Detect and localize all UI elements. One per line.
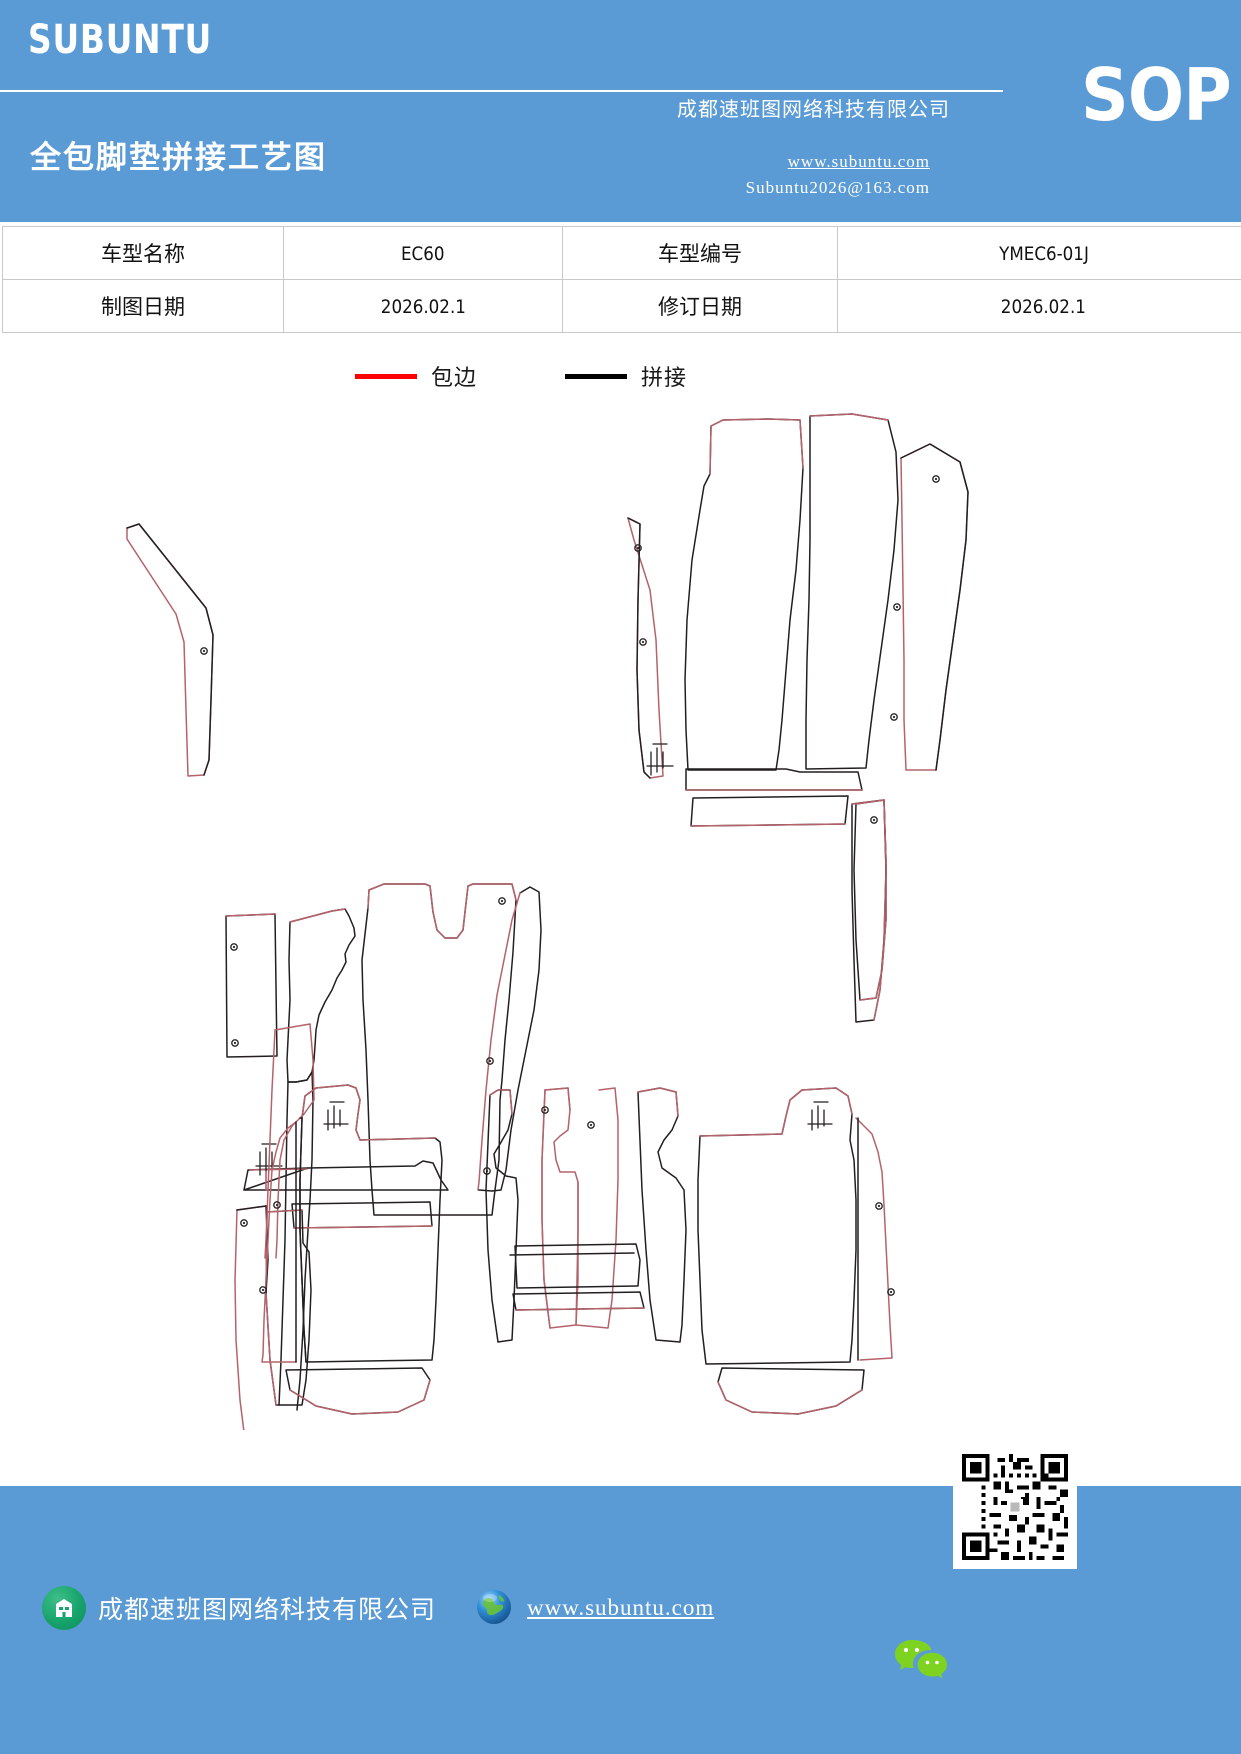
cell-draw-date-value: 2026.02.1 bbox=[283, 279, 563, 333]
piece-front-right-lower-bar bbox=[690, 795, 849, 827]
cell-model-code-label: 车型编号 bbox=[562, 226, 838, 280]
piece-rear-left-sole bbox=[285, 1367, 431, 1415]
model-code-text: YMEC6-01J bbox=[998, 242, 1089, 265]
cell-model-name-value: EC60 bbox=[283, 226, 563, 280]
header-divider bbox=[0, 90, 1003, 92]
piece-front-left-sill bbox=[126, 523, 214, 777]
piece-front-left-rect bbox=[225, 913, 278, 1058]
piece-rear-right-center bbox=[637, 1087, 687, 1343]
revise-date-text: 2026.02.1 bbox=[1000, 295, 1087, 318]
piece-rear-right-blade bbox=[855, 1117, 895, 1361]
legend: 包边 拼接 bbox=[0, 352, 1241, 402]
header-email[interactable]: Subuntu2026@163.com bbox=[745, 178, 930, 197]
piece-rear-left-blade bbox=[259, 1117, 307, 1363]
globe-icon bbox=[473, 1586, 517, 1630]
vehicle-info-table: 车型名称 EC60 车型编号 YMEC6-01J 制图日期 2026.02.1 … bbox=[2, 226, 1241, 333]
piece-front-right-main bbox=[684, 418, 804, 771]
piece-mid-left-flank-outer bbox=[234, 1205, 269, 1430]
piece-mid-right-column bbox=[853, 799, 887, 1001]
header-website-link[interactable]: www.subuntu.com bbox=[787, 152, 930, 171]
sop-badge: SOP bbox=[1081, 53, 1232, 137]
piece-rear-right-main bbox=[697, 1087, 857, 1365]
piece-rear-right-upper bbox=[850, 798, 952, 1022]
cell-revise-date-value: 2026.02.1 bbox=[837, 279, 1241, 333]
red-line-swatch-icon bbox=[355, 373, 417, 379]
cell-draw-date-label: 制图日期 bbox=[2, 279, 284, 333]
piece-front-right-heel bbox=[646, 743, 863, 791]
company-building-icon bbox=[42, 1586, 86, 1630]
piece-rear-center-main bbox=[541, 1087, 619, 1329]
cell-model-code-value: YMEC6-01J bbox=[837, 226, 1241, 280]
wechat-icon bbox=[893, 1636, 949, 1680]
legend-item-seam: 拼接 bbox=[565, 360, 687, 392]
footer-website-url[interactable]: www.subuntu.com bbox=[527, 1595, 715, 1620]
black-line-swatch-icon bbox=[565, 373, 627, 379]
piece-rear-center-left bbox=[485, 1089, 519, 1343]
piece-front-right-flank bbox=[890, 443, 969, 771]
footer-website-block[interactable]: www.subuntu.com bbox=[473, 1586, 714, 1630]
draw-date-text: 2026.02.1 bbox=[380, 295, 466, 318]
legend-item-binding: 包边 bbox=[355, 360, 477, 392]
header-company-name: 成都速班图网络科技有限公司 bbox=[677, 99, 950, 121]
footer-company-name: 成都速班图网络科技有限公司 bbox=[98, 1597, 437, 1624]
piece-rear-right-sole bbox=[717, 1367, 865, 1415]
piece-front-left-heel bbox=[243, 1143, 449, 1191]
page-header: SUBUNTU 全包脚垫拼接工艺图 成都速班图网络科技有限公司 SOP www.… bbox=[0, 0, 1241, 222]
piece-rear-left-outer bbox=[264, 1023, 315, 1259]
table-row: 制图日期 2026.02.1 修订日期 2026.02.1 bbox=[2, 279, 1241, 333]
piece-front-right-sill bbox=[627, 517, 664, 779]
pattern-svg bbox=[126, 413, 969, 1430]
piece-front-left-right-flank bbox=[477, 886, 542, 1192]
piece-front-left-main bbox=[361, 883, 517, 1216]
legend-label-binding: 包边 bbox=[431, 365, 478, 390]
qr-code-icon bbox=[953, 1445, 1077, 1569]
document-title: 全包脚垫拼接工艺图 bbox=[30, 140, 327, 176]
table-row: 车型名称 EC60 车型编号 YMEC6-01J bbox=[2, 226, 1241, 280]
piece-front-left-lower-bar bbox=[291, 1201, 433, 1229]
piece-front-left-inner bbox=[286, 908, 356, 1083]
piece-front-right-inner bbox=[805, 413, 899, 770]
floor-mat-pattern-drawing bbox=[0, 400, 1241, 1430]
piece-rear-center-bars bbox=[509, 1243, 645, 1311]
brand-logo: SUBUNTU bbox=[28, 17, 213, 63]
piece-rear-left-main bbox=[299, 1084, 443, 1363]
piece-front-left-extension bbox=[278, 1071, 314, 1411]
footer-company-block: 成都速班图网络科技有限公司 bbox=[42, 1586, 436, 1630]
piece-mid-right-small bbox=[890, 796, 920, 952]
cell-model-name-label: 车型名称 bbox=[2, 226, 284, 280]
piece-rear-right-long bbox=[862, 996, 886, 1122]
piece-mid-left-rect bbox=[236, 802, 268, 998]
cell-revise-date-label: 修订日期 bbox=[562, 279, 838, 333]
model-name-text: EC60 bbox=[401, 242, 445, 265]
legend-label-seam: 拼接 bbox=[641, 365, 688, 390]
